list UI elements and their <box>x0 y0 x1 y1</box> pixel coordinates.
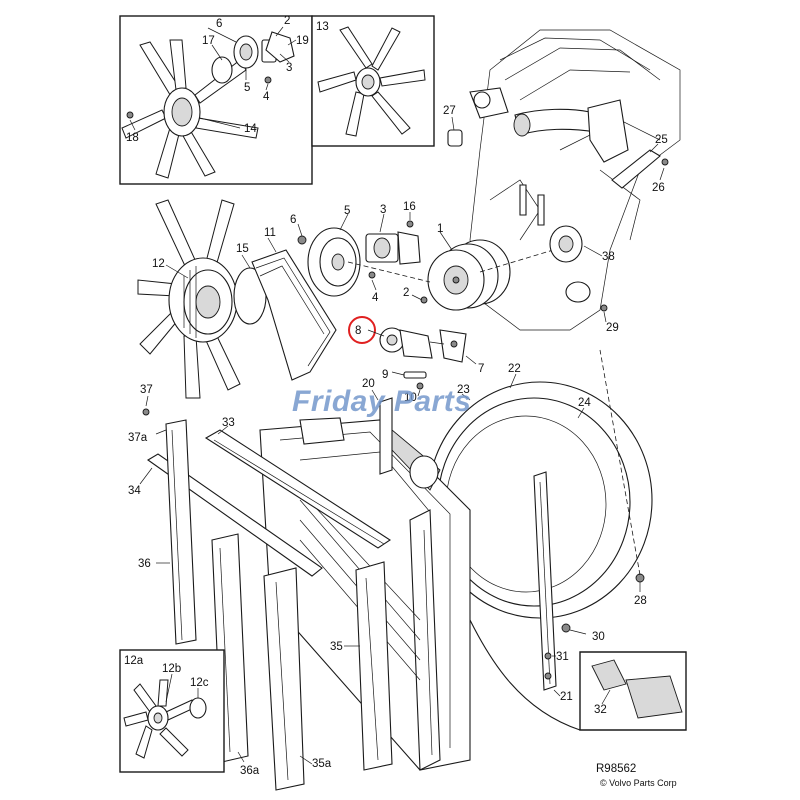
belt-tensioner-8: 7 8 9 10 <box>348 316 484 404</box>
reference-code: R98562 <box>596 763 636 775</box>
callout-25: 25 <box>655 134 668 146</box>
callout-inset-4: 4 <box>263 91 270 103</box>
shroud-rail <box>379 397 557 691</box>
callout-inset-2: 2 <box>284 15 290 27</box>
callout-24: 24 <box>578 397 591 409</box>
callout-5: 5 <box>344 205 350 217</box>
callout-inset-13: 13 <box>316 21 329 33</box>
callout-35a: 35a <box>312 758 332 770</box>
callout-21: 21 <box>560 691 573 703</box>
callout-12b: 12b <box>162 663 181 675</box>
callout-23: 23 <box>457 384 470 396</box>
callout-28: 28 <box>634 595 647 607</box>
callout-8: 8 <box>355 325 361 337</box>
callout-3: 3 <box>380 204 386 216</box>
callout-33: 33 <box>222 417 235 429</box>
callout-8-highlight <box>348 316 376 344</box>
callout-31: 31 <box>556 651 569 663</box>
callout-15: 15 <box>236 243 249 255</box>
callout-29: 29 <box>606 322 619 334</box>
callout-32: 32 <box>594 704 607 716</box>
callout-inset-3: 3 <box>286 62 292 74</box>
callout-inset-5: 5 <box>244 82 250 94</box>
callout-2: 2 <box>403 287 409 299</box>
callout-37a: 37a <box>128 432 148 444</box>
callout-11: 11 <box>264 227 276 239</box>
callout-1: 1 <box>437 223 443 235</box>
side-panel-36: 36 <box>138 419 197 645</box>
inset-fan-hub: 6 17 5 4 18 14 2 19 3 <box>119 15 313 185</box>
inset-fan-12a: 12a 12b 12c <box>119 649 225 773</box>
support-bar-34: 34 <box>128 453 323 577</box>
crank-pulley-1: 1 2 <box>347 223 561 311</box>
callout-inset-18: 18 <box>126 132 139 144</box>
copyright-note: © Volvo Parts Corp <box>600 778 677 788</box>
mounting-bracket-33: 33 <box>204 417 392 549</box>
watermark-text: Friday Parts <box>292 385 471 418</box>
main-fan-12: 12 15 <box>137 199 267 399</box>
inset-12a-title: 12a <box>124 655 144 667</box>
callout-inset-14: 14 <box>244 123 257 135</box>
callout-16: 16 <box>403 201 416 213</box>
callout-inset-6: 6 <box>216 18 222 30</box>
callout-35: 35 <box>330 641 343 653</box>
side-panel-35: 35 <box>330 561 393 771</box>
inset-fan-13: 13 <box>311 15 435 147</box>
callout-20: 20 <box>362 378 375 390</box>
callout-34: 34 <box>128 485 141 497</box>
callout-4: 4 <box>372 292 379 304</box>
belt-11: 11 <box>251 227 337 381</box>
water-pump-38: 38 29 <box>549 225 619 334</box>
bolt-37: 37 37a <box>128 384 167 444</box>
callout-6: 6 <box>290 214 296 226</box>
callout-7: 7 <box>478 363 484 375</box>
pulley-assembly: 5 6 3 16 4 <box>290 201 421 304</box>
callout-36: 36 <box>138 558 151 570</box>
callout-30: 30 <box>592 631 605 643</box>
side-panel-35a: 35a <box>263 567 332 791</box>
callout-22: 22 <box>508 363 521 375</box>
callout-26: 26 <box>652 182 665 194</box>
callout-10: 10 <box>404 392 417 404</box>
callout-37: 37 <box>140 384 153 396</box>
callout-inset-19: 19 <box>296 35 309 47</box>
callout-inset-17: 17 <box>202 35 215 47</box>
callout-38: 38 <box>602 251 615 263</box>
callout-36a: 36a <box>240 765 260 777</box>
callout-12c: 12c <box>190 677 209 689</box>
callout-9: 9 <box>382 369 388 381</box>
fasteners-30-31-21: 30 31 21 <box>469 619 605 731</box>
callout-27: 27 <box>443 105 456 117</box>
inset-seal-32: 32 <box>579 651 687 731</box>
callout-12: 12 <box>152 258 165 270</box>
